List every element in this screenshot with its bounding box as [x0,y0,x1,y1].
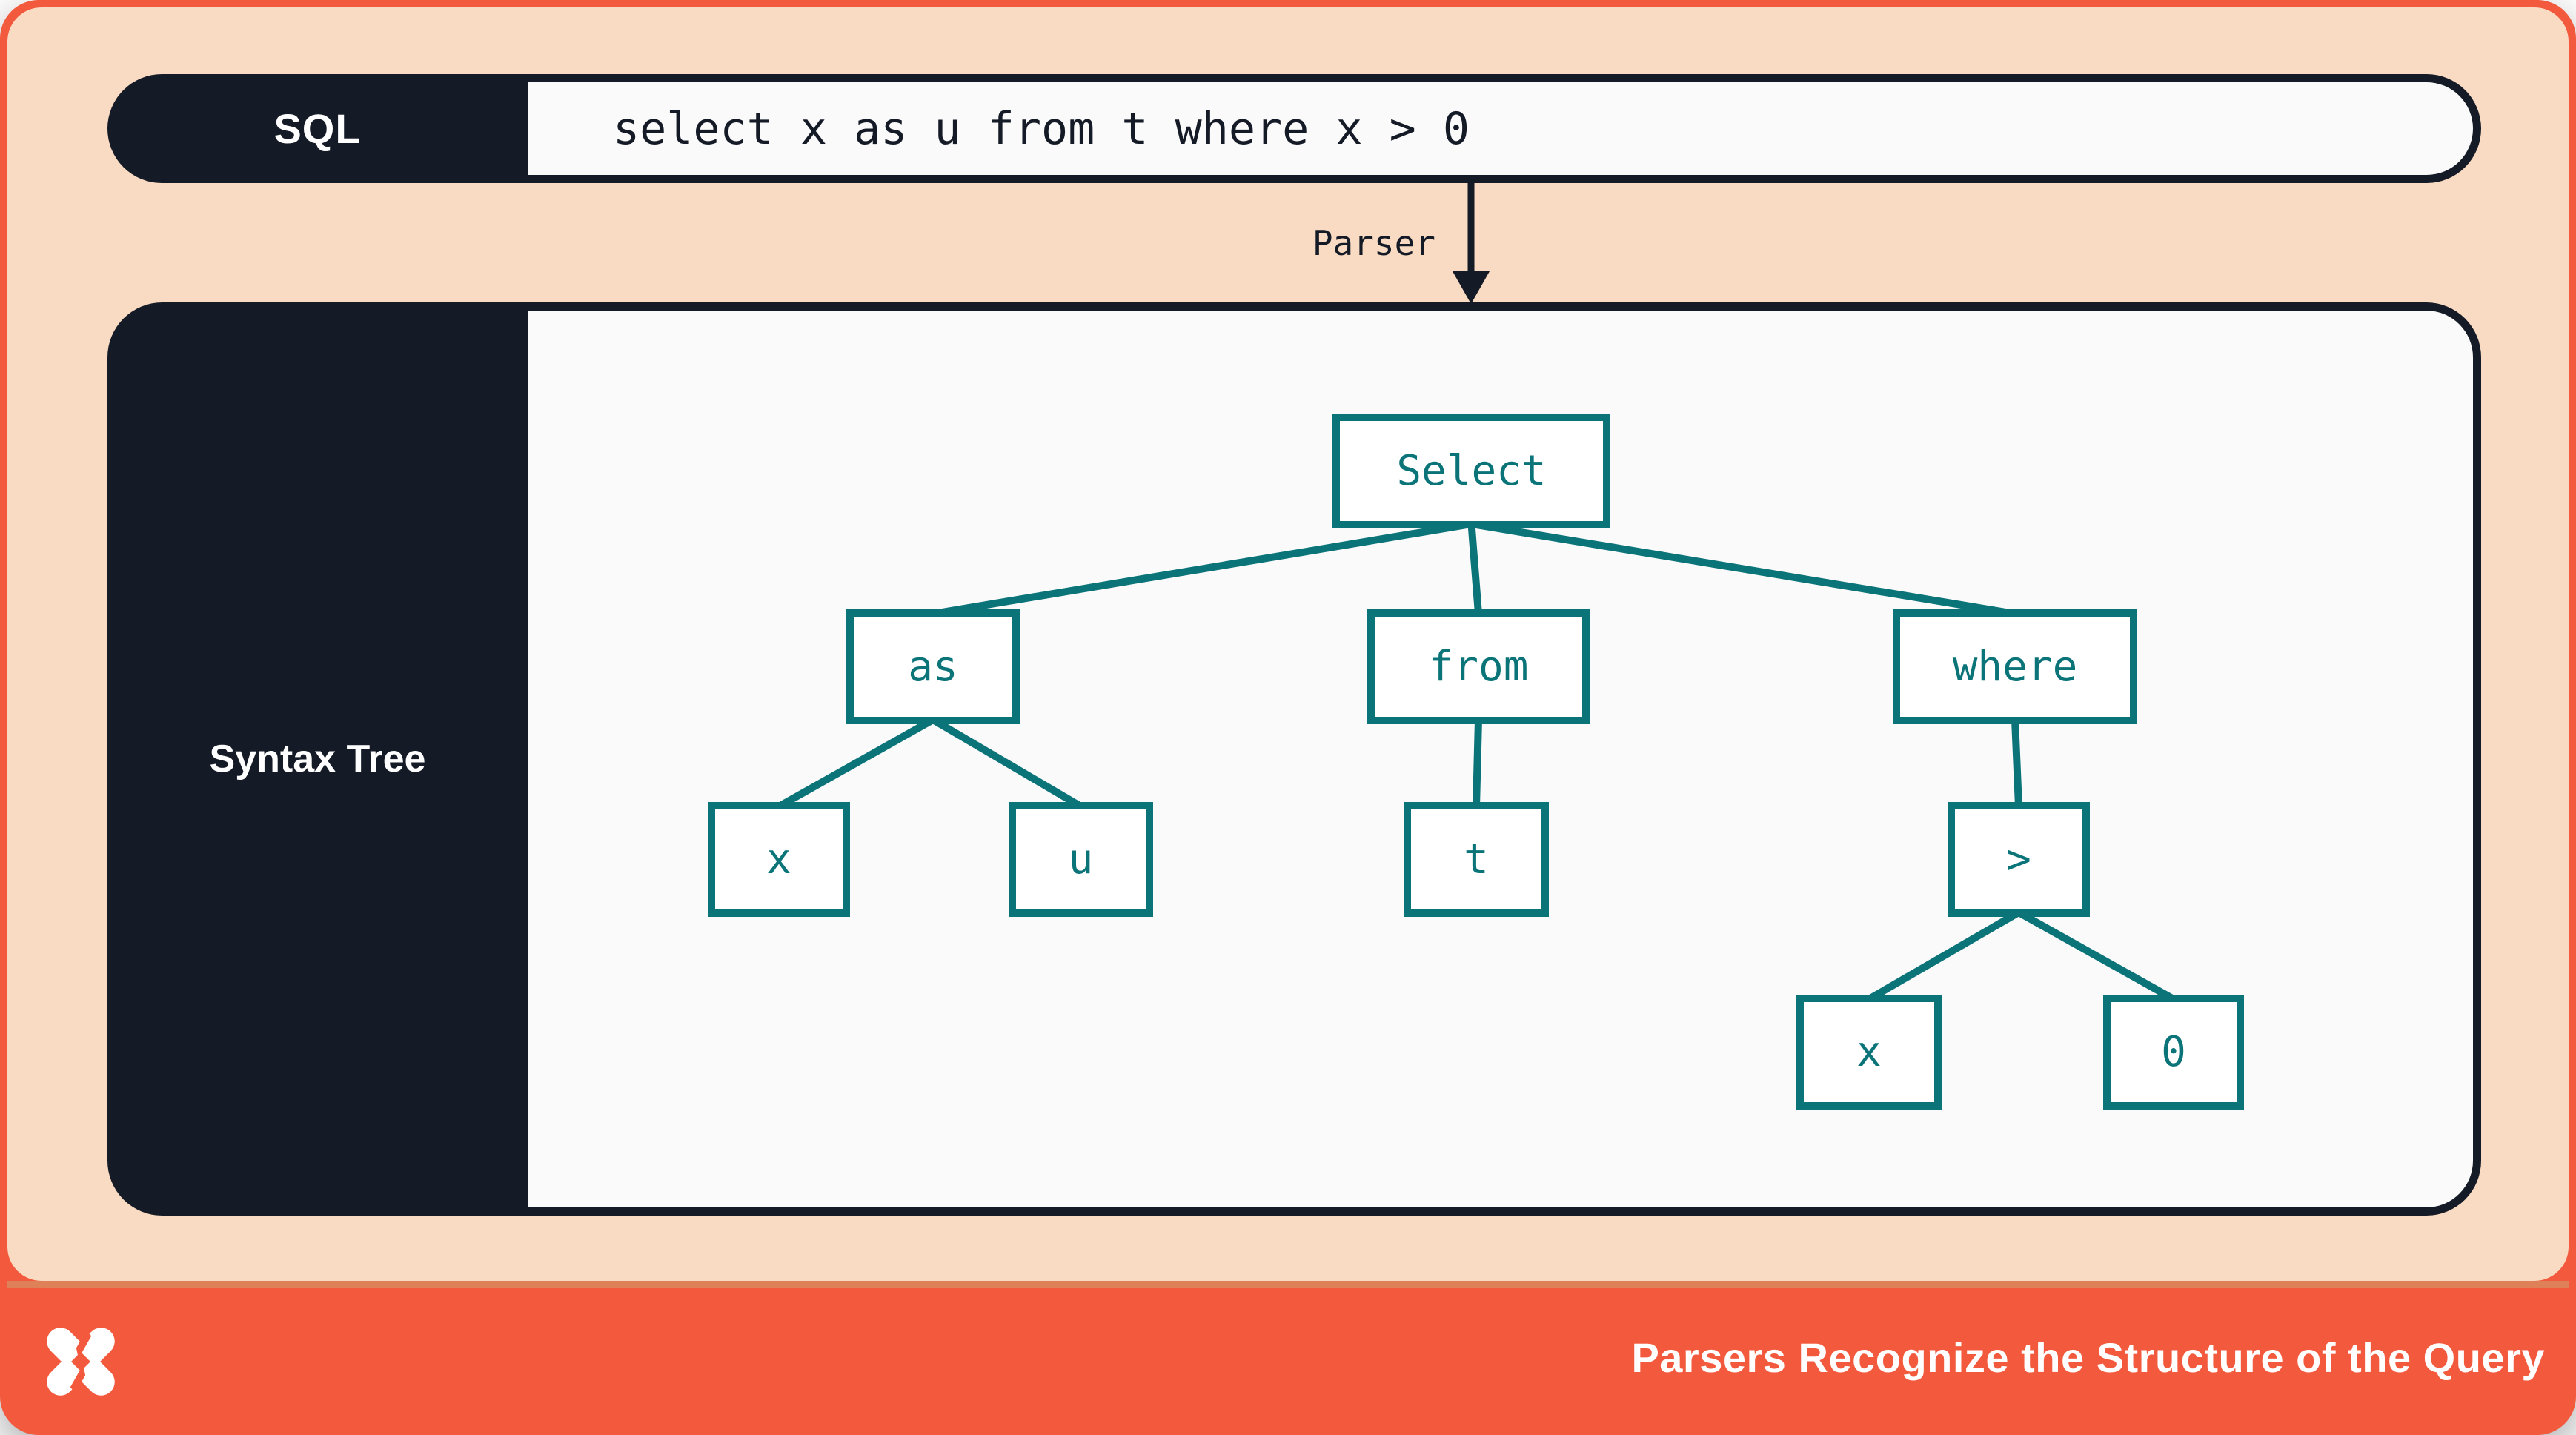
tree-node-u: u [1009,802,1153,917]
tree-node-label-where: where [1952,643,2078,691]
sql-bar-content: select x as u from t where x > 0 [528,82,2473,175]
tree-node-select: Select [1332,414,1610,528]
syntax-tree-label: Syntax Tree [209,738,426,781]
tree-node-x2: x [1796,995,1942,1110]
footer-divider [7,1281,2569,1288]
sql-bar-label-cap: SQL [107,74,528,183]
syntax-tree-sidebar: Syntax Tree [107,302,528,1216]
tree-node-from: from [1367,609,1590,724]
tree-node-t: t [1404,802,1549,917]
tree-node-zero: 0 [2103,995,2244,1110]
tree-node-label-gt: > [2006,835,2031,884]
tree-node-gt: > [1948,802,2090,917]
tree-node-label-x2: x [1856,1028,1882,1076]
parser-label: Parser [1312,223,1435,263]
tree-node-where: where [1893,609,2137,724]
sql-bar: SQL select x as u from t where x > 0 [107,74,2481,183]
tree-node-label-zero: 0 [2161,1028,2186,1076]
x-pinwheel-logo-icon [47,1328,115,1396]
tree-node-x1: x [708,802,850,917]
tree-node-label-u: u [1068,835,1094,884]
tree-node-label-x1: x [766,835,791,884]
sql-query-text: select x as u from t where x > 0 [613,102,1470,155]
tree-node-label-select: Select [1396,447,1547,495]
tree-node-label-as: as [908,643,958,691]
tree-node-label-t: t [1464,835,1489,884]
tree-node-label-from: from [1428,643,1529,691]
sql-bar-label: SQL [273,105,362,152]
footer-bar [7,1288,2569,1428]
tree-node-as: as [846,609,1020,724]
footer-title: Parsers Recognize the Structure of the Q… [1631,1334,2545,1381]
